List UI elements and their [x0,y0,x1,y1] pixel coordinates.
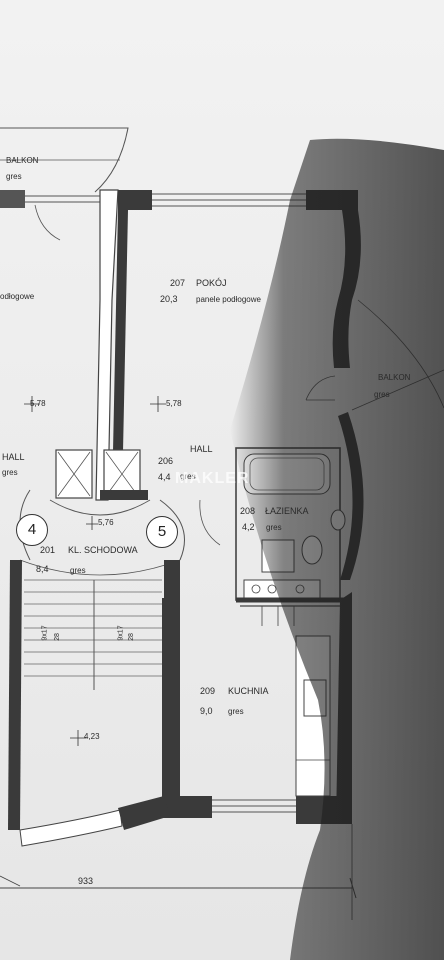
elevation-landing: 5,76 [98,518,114,527]
dimension-ext-left [0,875,21,887]
shaft-box-left-x [57,451,91,497]
elevation-left: 5,78 [30,399,46,408]
balkon-right-finish: gres [374,390,390,399]
stair-right-count: 9x17 [117,625,125,641]
schody-finish: gres [70,566,86,575]
left-hall-finish: gres [2,468,18,477]
left-balcony-outline [0,127,129,193]
pokoj-wall-top-left [118,190,152,210]
elevation-marker-left [24,396,40,412]
balkon-left-name: BALKON [6,156,39,165]
elevation-marker-lower [70,730,86,746]
shaft-dark-wall [100,490,148,500]
hall-number: 206 [158,456,174,466]
pokoj-name: POKÓJ [196,278,227,288]
kuchnia-number: 209 [200,686,216,696]
dimension-label: 933 [78,876,94,886]
watermark-logo: MAKLER [175,470,250,487]
lazienka-area: 4,2 [242,522,255,532]
lazienka-name: ŁAZIENKA [265,506,309,516]
pokoj-finish: panele podłogowe [196,295,261,304]
kitchen-wall-bottom-left [162,796,212,818]
pokoj-area: 20,3 [160,294,178,304]
appliance-dot-1 [251,584,261,594]
stair-left-depth: 28 [53,633,61,641]
elevation-pokoj: 5,78 [166,399,182,408]
axis-marker-5: 5 [146,516,178,548]
bottom-left-window [19,809,123,847]
hall-area: 4,4 [158,472,171,482]
kuchnia-area: 9,0 [200,706,213,716]
schody-number: 201 [40,545,56,555]
lazienka-number: 208 [240,506,256,516]
lazienka-finish: gres [266,523,282,532]
landing-lower-curve [19,559,181,576]
stair-wall-left [8,560,22,830]
hall-finish: gres [180,472,196,481]
stair-right-depth: 28 [127,633,135,641]
stair-treads [24,579,162,677]
hall-name: HALL [190,444,213,454]
kuchnia-finish: gres [228,707,244,716]
left-door-swing [34,204,61,241]
balkon-right-name: BALKON [378,373,411,382]
elevation-lower: 4,23 [84,732,100,741]
elevation-marker-pokoj [150,396,166,412]
balkon-left-finish: gres [6,172,22,181]
left-hall-name: HALL [2,452,25,462]
kuchnia-name: KUCHNIA [228,686,269,696]
hall-entry-arc [199,499,221,546]
photo-shadow [230,138,444,960]
kitchen-wall-left [162,598,180,798]
schody-area: 8,4 [36,564,49,574]
top-wall-left [0,190,25,208]
elevation-marker-landing [86,516,98,530]
schody-name: KL. SCHODOWA [68,545,138,555]
bottom-left-wall [118,796,170,830]
axis-marker-4: 4 [16,514,48,546]
stair-left-count: 9x17 [41,625,49,641]
pokoj-wall-left [112,210,128,500]
pokoj-number: 207 [170,278,186,288]
left-floor-finish: odłogowe [0,292,35,301]
